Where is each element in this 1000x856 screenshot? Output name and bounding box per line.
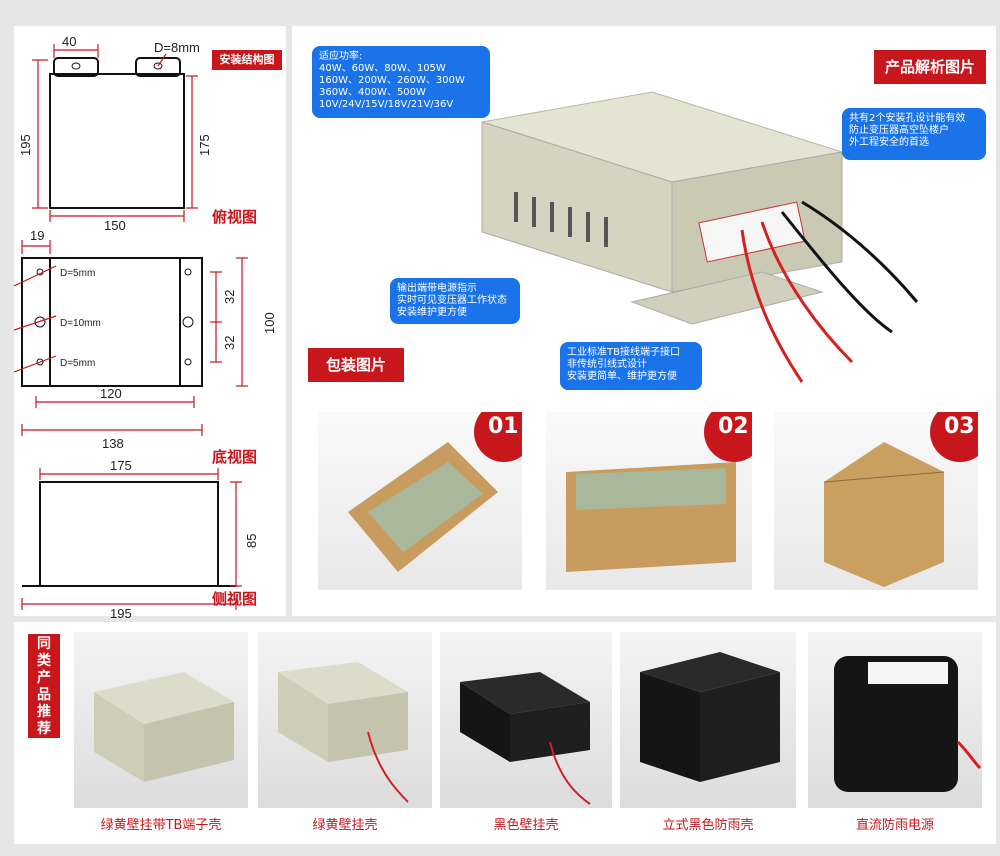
mounting-holes-callout: 共有2个安装孔设计能有效 防止变压器高空坠楼户 外工程安全的首选 — [842, 108, 986, 160]
power-spec-callout: 适应功率: 40W、60W、80W、105W 160W、200W、260W、30… — [312, 46, 490, 118]
product-photo-wall-mount[interactable] — [258, 632, 432, 808]
product-caption-wall-mount[interactable]: 绿黄壁挂壳 — [312, 818, 378, 833]
top-view-title: 俯视图 — [212, 208, 258, 226]
terminal-line-1: 工业标准TB接线端子接口 — [567, 347, 680, 358]
tag-char-4: 品 — [37, 687, 51, 703]
dim-offset-19: 19 — [30, 228, 44, 243]
dim-hole-small-top: D=5mm — [60, 268, 95, 279]
power-line-1: 适应功率: — [319, 51, 363, 62]
package-number-01: 01 — [474, 412, 522, 462]
tag-char-5: 推 — [37, 704, 51, 720]
dim-hole-large: D=10mm — [60, 318, 101, 329]
product-photo-tb-terminal[interactable] — [74, 632, 248, 808]
product-caption-standing-black[interactable]: 立式黑色防雨壳 — [662, 818, 754, 833]
dim-outer-width: 138 — [102, 436, 124, 451]
product-photo-dc-rainproof[interactable] — [808, 632, 982, 808]
tag-char-6: 荐 — [37, 721, 51, 737]
product-caption-dc-rainproof[interactable]: 直流防雨电源 — [855, 818, 934, 833]
dim-spacing-top: 32 — [222, 290, 237, 304]
package-number-03: 03 — [930, 412, 978, 462]
dim-hole-8mm: D=8mm — [154, 40, 200, 55]
bottom-view-drawing: 19 D=5mm D=10mm D=5mm 32 32 100 120 138 — [14, 228, 277, 451]
tag-char-3: 产 — [37, 670, 51, 686]
power-line-2: 40W、60W、80W、105W — [319, 63, 446, 74]
indicator-line-1: 输出端带电源指示 — [397, 283, 477, 294]
holes-line-2: 防止变压器高空坠楼户 — [849, 125, 949, 136]
tag-char-1: 同 — [37, 636, 51, 652]
indicator-line-3: 安装维护更方便 — [397, 307, 467, 318]
product-analysis-tag: 产品解析图片 — [874, 50, 986, 84]
product-photo-standing-black[interactable] — [620, 632, 796, 808]
dim-bottom-width-195: 195 — [110, 606, 132, 618]
power-line-5: 10V/24V/15V/18V/21V/36V — [319, 99, 454, 110]
product-photo-black-wall[interactable] — [440, 632, 612, 808]
package-photo-03: 03 — [774, 412, 978, 590]
packaging-tag: 包装图片 — [308, 348, 404, 382]
dim-tab-width: 40 — [62, 34, 76, 49]
bottom-view-title: 底视图 — [212, 448, 258, 466]
product-analysis-panel: 产品解析图片 适应功率: 40W、60W、80W、105W 160W、200W、… — [292, 26, 996, 616]
transformer-product-image — [481, 91, 919, 383]
power-line-3: 160W、200W、260W、300W — [319, 75, 465, 86]
dim-spacing-bottom: 32 — [222, 336, 237, 350]
dim-top-width-175: 175 — [110, 458, 132, 473]
tag-char-2: 类 — [37, 653, 51, 669]
installation-diagram-panel: 安装结构图 40 D=8mm 195 175 150 俯视图 — [14, 26, 286, 618]
indicator-callout: 输出端带电源指示 实时可见变压器工作状态 安装维护更方便 — [390, 278, 520, 324]
power-line-4: 360W、400W、500W — [319, 87, 426, 98]
dim-height-body: 175 — [197, 134, 212, 156]
terminal-line-3: 安装更简单、维护更方便 — [567, 371, 677, 382]
dim-inner-width: 120 — [100, 386, 122, 401]
dim-height-100: 100 — [262, 312, 277, 334]
dim-height-total: 195 — [18, 134, 33, 156]
holes-line-3: 外工程安全的首选 — [849, 137, 929, 148]
terminal-callout: 工业标准TB接线端子接口 非传统引线式设计 安装更简单、维护更方便 — [560, 342, 702, 390]
indicator-line-2: 实时可见变压器工作状态 — [397, 295, 507, 306]
product-caption-black-wall[interactable]: 黑色壁挂壳 — [493, 818, 559, 833]
top-view-drawing: 40 D=8mm 195 175 150 — [18, 34, 212, 233]
package-photo-02: 02 — [546, 412, 752, 590]
terminal-line-2: 非传统引线式设计 — [567, 359, 647, 370]
holes-line-1: 共有2个安装孔设计能有效 — [849, 113, 966, 124]
dim-height-85: 85 — [244, 534, 259, 548]
similar-products-tag: 同 类 产 品 推 荐 — [28, 634, 60, 738]
side-view-title: 侧视图 — [212, 590, 258, 608]
dim-width-150: 150 — [104, 218, 126, 233]
dim-hole-small-bottom: D=5mm — [60, 358, 95, 369]
package-photo-01: 01 — [318, 412, 522, 590]
product-caption-tb-terminal[interactable]: 绿黄壁挂带TB端子壳 — [100, 818, 222, 833]
installation-tag: 安装结构图 — [212, 50, 282, 70]
side-view-drawing: 175 85 195 — [21, 458, 259, 618]
similar-products-panel: 同 类 产 品 推 荐 绿黄壁挂带TB端子壳 绿黄壁挂壳 黑色壁挂壳 立式黑色防… — [14, 622, 996, 844]
